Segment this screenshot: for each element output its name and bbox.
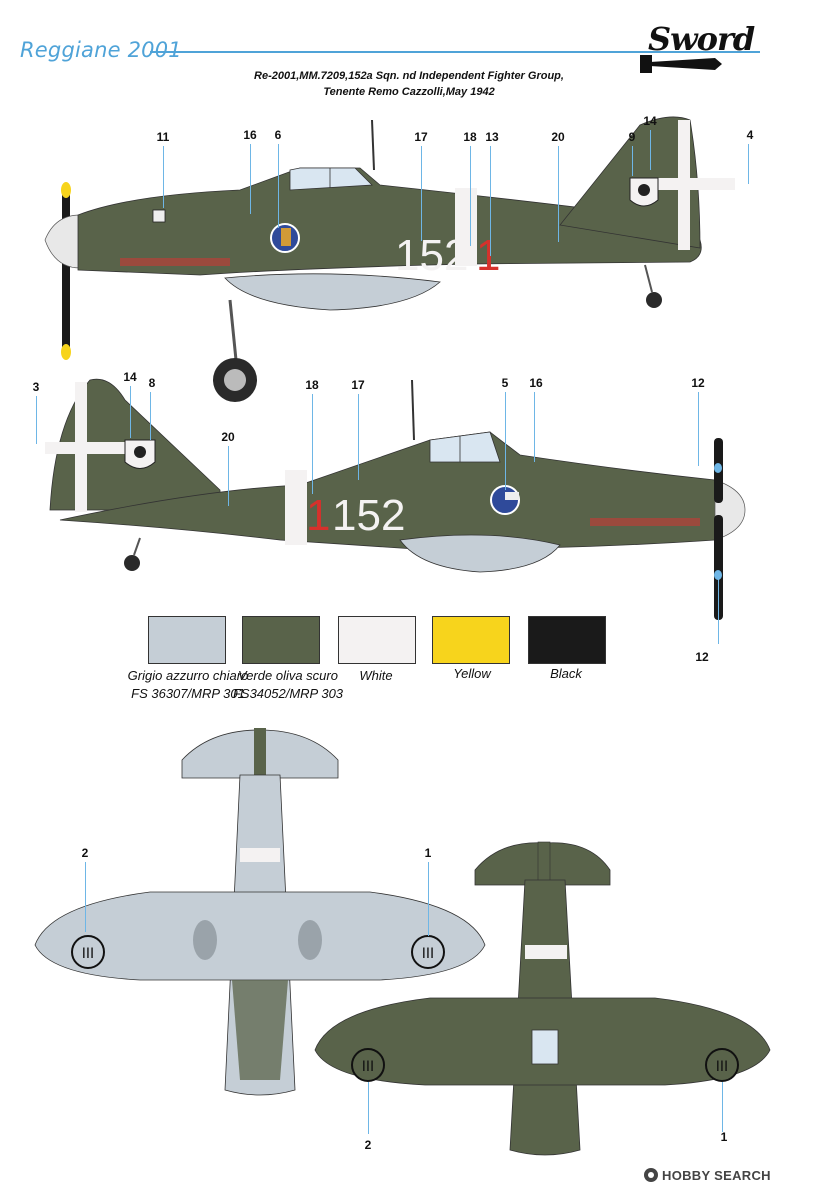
leader-line <box>358 394 359 480</box>
callout-number: 16 <box>243 128 257 142</box>
callout-number: 14 <box>643 114 657 128</box>
lower-code-red: 1 <box>306 491 330 540</box>
svg-text:III: III <box>716 1059 728 1075</box>
page-title: Reggiane 2001 <box>20 38 182 62</box>
lower-code-number: 152 <box>332 491 405 540</box>
leader-line <box>748 144 749 184</box>
leader-line <box>698 392 699 466</box>
upper-code-red: 1 <box>476 231 500 280</box>
color-swatch-black <box>528 616 606 664</box>
caption-line-1: Re-2001,MM.7209,152a Sqn. nd Independent… <box>254 70 564 82</box>
leader-line <box>163 146 164 208</box>
leader-line <box>421 146 422 241</box>
callout-number: 1 <box>424 846 432 860</box>
leader-line <box>505 392 506 490</box>
callout-number: 17 <box>414 130 428 144</box>
callout-number: 8 <box>148 376 156 390</box>
callout-number: 20 <box>551 130 565 144</box>
callout-number: 18 <box>463 130 477 144</box>
brand-logo: Sword <box>648 20 755 58</box>
dagger-icon <box>640 55 722 73</box>
swatch-label: Grigio azzurro chiaro <box>127 668 249 683</box>
color-swatch-yellow <box>432 616 510 664</box>
caption-line-2: Tenente Remo Cazzolli,May 1942 <box>323 86 495 98</box>
side-view-right <box>45 378 746 620</box>
leader-line <box>130 386 131 438</box>
leader-line <box>150 392 151 440</box>
callout-number: 12 <box>691 376 705 390</box>
callout-number: 3 <box>32 380 40 394</box>
swatch-code: FS34052/MRP 303 <box>232 686 344 701</box>
leader-line <box>278 144 279 228</box>
leader-line <box>312 394 313 494</box>
color-swatch-grigio-azzurro <box>148 616 226 664</box>
leader-line <box>36 396 37 444</box>
leader-line <box>718 578 719 644</box>
callout-number: 14 <box>123 370 137 384</box>
leader-line <box>650 130 651 170</box>
callout-number: 6 <box>274 128 282 142</box>
hobby-search-icon <box>644 1168 658 1182</box>
callout-number: 11 <box>156 130 170 144</box>
callout-number: 13 <box>485 130 499 144</box>
top-view: III III <box>314 841 771 1156</box>
callout-number: 20 <box>221 430 235 444</box>
leader-line <box>470 146 471 246</box>
leader-line <box>228 446 229 506</box>
callout-number: 16 <box>529 376 543 390</box>
swatch-label: Yellow <box>453 666 491 681</box>
leader-line <box>722 1082 723 1132</box>
color-swatch-verde-oliva <box>242 616 320 664</box>
upper-code-number: 152 <box>395 231 468 280</box>
side-view-left <box>44 116 735 402</box>
underside-view: III III <box>34 728 486 1096</box>
callout-number: 18 <box>305 378 319 392</box>
leader-line <box>85 862 86 932</box>
callout-number: 1 <box>720 1130 728 1144</box>
color-swatch-white <box>338 616 416 664</box>
svg-text:III: III <box>422 946 434 962</box>
callout-number: 17 <box>351 378 365 392</box>
swatch-label: White <box>359 668 393 683</box>
watermark: HOBBY SEARCH <box>662 1168 771 1183</box>
callout-number: 4 <box>746 128 754 142</box>
swatch-label: Verde oliva scuro <box>238 668 338 683</box>
svg-text:III: III <box>82 946 94 962</box>
svg-text:III: III <box>362 1059 374 1075</box>
leader-line <box>368 1082 369 1134</box>
leader-line <box>490 146 491 256</box>
leader-line <box>250 144 251 214</box>
swatch-code: FS 36307/MRP 301 <box>131 686 245 701</box>
callout-number: 2 <box>81 846 89 860</box>
leader-line <box>558 146 559 242</box>
swatch-label: Black <box>550 666 582 681</box>
callout-number: 12 <box>695 650 709 664</box>
leader-line <box>534 392 535 462</box>
callout-number: 2 <box>364 1138 372 1152</box>
header-rule <box>150 51 760 53</box>
callout-number: 5 <box>501 376 509 390</box>
leader-line <box>428 862 429 936</box>
leader-line <box>632 146 633 176</box>
callout-number: 9 <box>628 130 636 144</box>
